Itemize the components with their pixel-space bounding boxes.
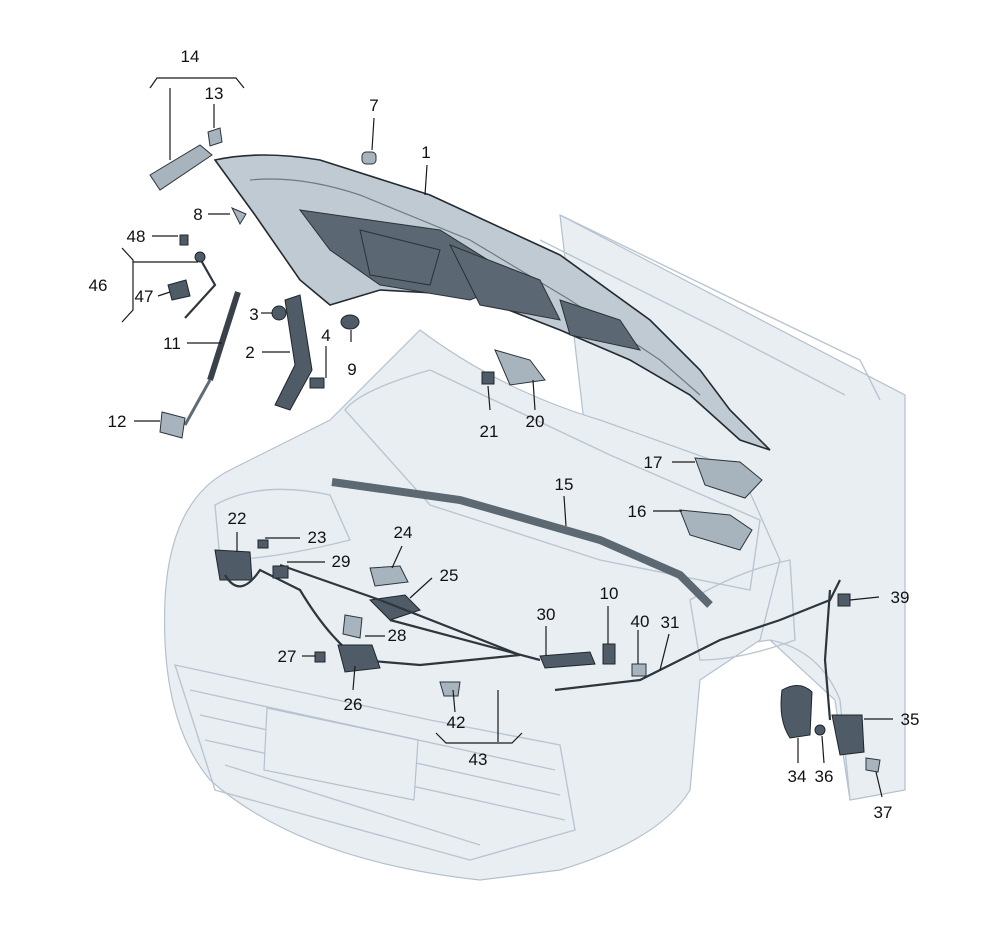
label-23: 23	[308, 528, 327, 547]
label-35: 35	[901, 710, 920, 729]
leader-lines	[121, 77, 893, 798]
label-13: 13	[205, 84, 224, 103]
clip-part-39	[837, 593, 851, 607]
bolt-part-21	[481, 371, 495, 385]
bolt-part-4	[309, 377, 325, 389]
clip-part-29	[272, 565, 289, 579]
gas-strut-part-11	[183, 291, 241, 426]
label-22: 22	[228, 509, 247, 528]
buffer-part-9	[340, 314, 360, 330]
label-29: 29	[332, 552, 351, 571]
buffer-part-10	[602, 643, 616, 665]
lock-bracket-part-20	[494, 349, 546, 386]
bolt-part-23	[257, 539, 269, 549]
label-26: 26	[344, 695, 363, 714]
plate-part-24	[369, 565, 409, 587]
lock-part-22	[214, 549, 253, 581]
bonnet-part-1	[213, 154, 771, 451]
label-21: 21	[480, 422, 499, 441]
label-39: 39	[891, 588, 910, 607]
label-40: 40	[631, 612, 650, 631]
clip-part-13	[207, 127, 223, 147]
label-47: 47	[135, 287, 154, 306]
label-9: 9	[347, 360, 356, 379]
label-2: 2	[245, 343, 254, 362]
cover-part-17	[694, 457, 763, 499]
label-34: 34	[788, 767, 807, 786]
clip-part-37	[865, 757, 881, 773]
bracket-part-35	[831, 714, 865, 756]
cap-part-7	[361, 151, 377, 165]
bolt-part-27	[314, 651, 326, 663]
label-37: 37	[874, 803, 893, 822]
label-1: 1	[421, 143, 430, 162]
label-14: 14	[181, 47, 200, 66]
label-10: 10	[600, 584, 619, 603]
label-20: 20	[526, 412, 545, 431]
bolt-part-36	[814, 724, 826, 736]
handle-part-34	[780, 685, 813, 739]
label-16: 16	[628, 502, 647, 521]
clip-part-42	[439, 681, 461, 697]
clip-part-28	[342, 614, 363, 639]
handle-part-30	[539, 651, 596, 669]
cover-part-16	[679, 509, 753, 551]
label-7: 7	[369, 96, 378, 115]
hinge-part-2	[274, 294, 313, 411]
label-30: 30	[537, 605, 556, 624]
label-24: 24	[394, 523, 413, 542]
nut-part-3	[271, 305, 287, 321]
part-number-labels: 1 2 3 4 7 8 9 10 11 12 13 14 15 16 17 20…	[89, 47, 920, 822]
label-12: 12	[108, 412, 127, 431]
bolt-part-48	[179, 234, 189, 246]
label-31: 31	[661, 613, 680, 632]
label-17: 17	[644, 453, 663, 472]
hinge-trim-part-14	[149, 144, 213, 191]
label-36: 36	[815, 767, 834, 786]
label-4: 4	[321, 326, 330, 345]
ball-stud-part-12	[159, 411, 186, 439]
label-3: 3	[249, 305, 258, 324]
label-27: 27	[278, 647, 297, 666]
seal-part-15	[331, 478, 713, 608]
label-48: 48	[127, 227, 146, 246]
label-46: 46	[89, 276, 108, 295]
clip-part-8	[230, 207, 247, 226]
label-43: 43	[469, 750, 488, 769]
lock-part-26	[337, 644, 381, 673]
label-42: 42	[447, 713, 466, 732]
label-15: 15	[555, 475, 574, 494]
label-25: 25	[440, 566, 459, 585]
label-8: 8	[193, 205, 202, 224]
label-28: 28	[388, 626, 407, 645]
clip-part-47	[167, 279, 191, 301]
label-11: 11	[163, 334, 181, 353]
support-rod-part-46	[184, 251, 217, 319]
clip-part-40	[631, 663, 647, 677]
